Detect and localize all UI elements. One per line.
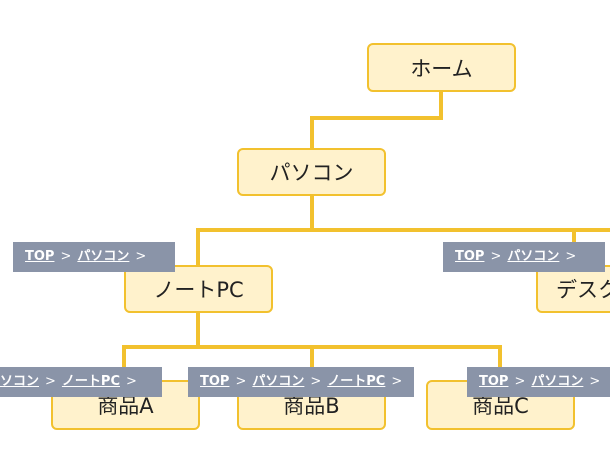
- breadcrumb-link-top[interactable]: TOP: [455, 249, 485, 264]
- breadcrumb-link-top[interactable]: TOP: [479, 374, 509, 389]
- breadcrumb-link-note-pc[interactable]: ノートPC: [327, 374, 386, 389]
- breadcrumb-separator: >: [235, 374, 247, 389]
- connector-home-pc: [310, 92, 443, 148]
- breadcrumb-link-top[interactable]: TOP: [25, 249, 55, 264]
- breadcrumb-separator: >: [135, 249, 147, 264]
- breadcrumb-link-pc[interactable]: パソコン: [531, 374, 584, 389]
- breadcrumb-product-a: ソコン > ノートPC >: [0, 367, 162, 397]
- breadcrumb-separator: >: [391, 374, 403, 389]
- breadcrumb-separator: >: [514, 374, 526, 389]
- breadcrumb-separator: >: [490, 249, 502, 264]
- breadcrumb-desktop: TOP > パソコン >: [443, 242, 605, 272]
- breadcrumb-link-pc[interactable]: パソコン: [252, 374, 305, 389]
- node-note-pc: ノートPC: [124, 265, 273, 313]
- breadcrumb-separator: >: [565, 249, 577, 264]
- node-home: ホーム: [367, 43, 516, 92]
- breadcrumb-link-top[interactable]: TOP: [200, 374, 230, 389]
- breadcrumb-link-pc[interactable]: パソコン: [77, 249, 130, 264]
- breadcrumb-product-c: TOP > パソコン >: [467, 367, 610, 397]
- breadcrumb-separator: >: [310, 374, 322, 389]
- breadcrumb-note-pc: TOP > パソコン >: [13, 242, 175, 272]
- breadcrumb-link-pc[interactable]: パソコン: [507, 249, 560, 264]
- connector-pc-children: [196, 196, 610, 265]
- breadcrumb-link-note-pc[interactable]: ノートPC: [61, 374, 120, 389]
- breadcrumb-separator: >: [589, 374, 601, 389]
- breadcrumb-separator: >: [60, 249, 72, 264]
- breadcrumb-separator: >: [126, 374, 137, 389]
- node-pc: パソコン: [237, 148, 386, 196]
- node-desktop: デスク: [536, 265, 610, 313]
- breadcrumb-link-pc[interactable]: ソコン: [0, 374, 40, 389]
- breadcrumb-separator: >: [45, 374, 56, 389]
- breadcrumb-product-b: TOP > パソコン > ノートPC >: [188, 367, 414, 397]
